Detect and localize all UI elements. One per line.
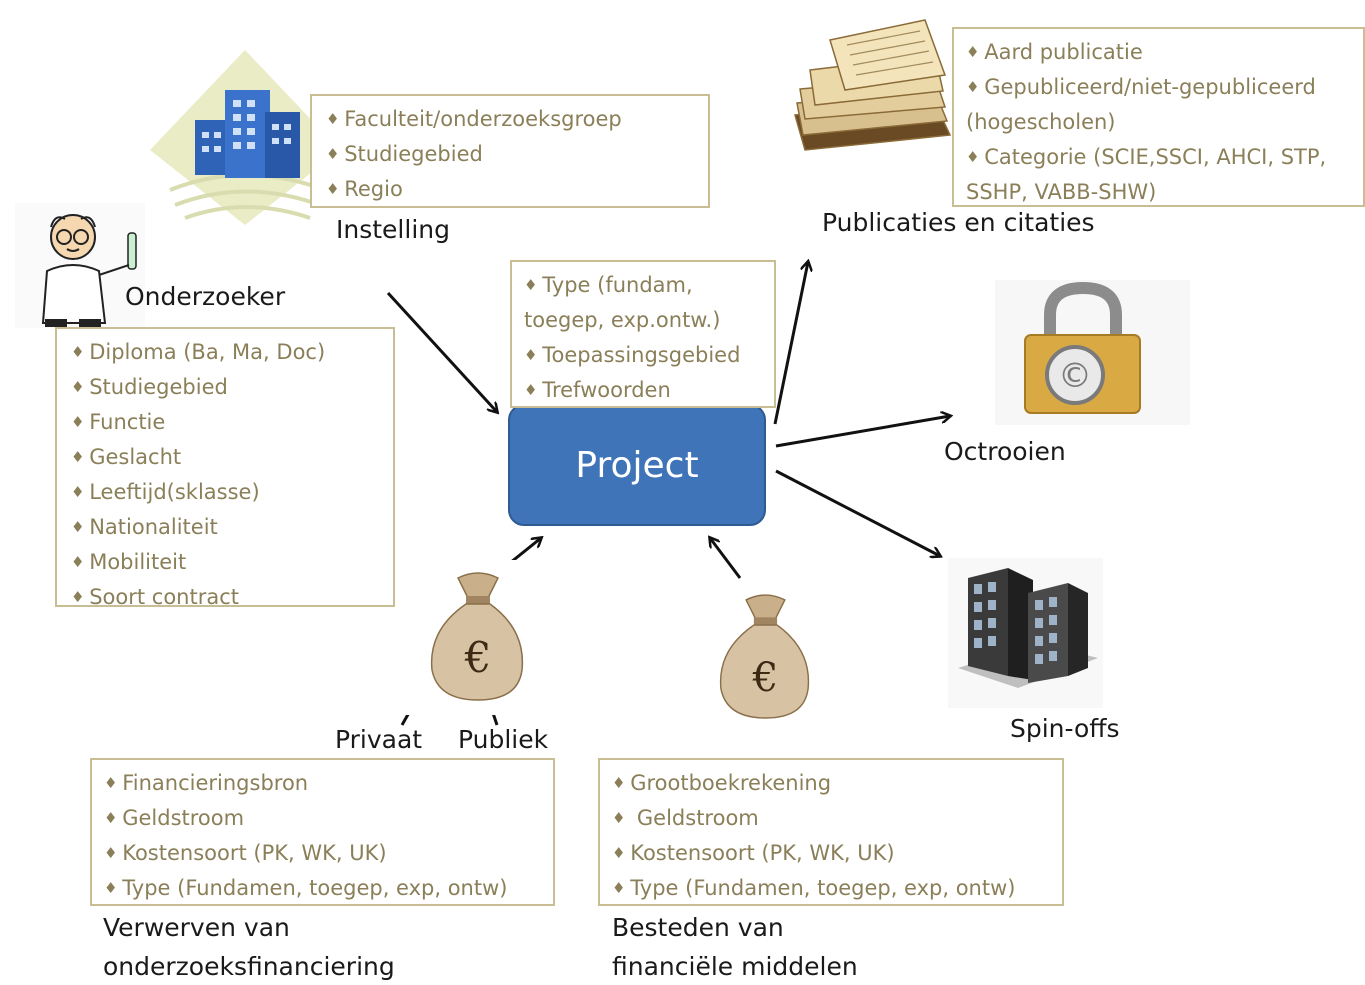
list-item: Soort contract xyxy=(71,581,393,616)
arrow-moneybag2-project xyxy=(710,538,742,579)
publicaties-attributes-box: Aard publicatie Gepubliceerd/niet-gepubl… xyxy=(952,27,1365,207)
besteden-label-line2: financiële middelen xyxy=(612,952,858,981)
verwerven-label-line2: onderzoeksfinanciering xyxy=(103,952,395,981)
buildings-icon xyxy=(150,50,340,225)
office-building-icon xyxy=(948,558,1103,708)
list-item: Studiegebied xyxy=(326,138,708,173)
list-item: Leeftijd(sklasse) xyxy=(71,476,393,511)
project-attributes-box: Type (fundam, toegep, exp.ontw.) Toepass… xyxy=(510,260,776,408)
publicaties-label: Publicaties en citaties xyxy=(822,208,1095,237)
arrow-project-spinoffs xyxy=(775,469,940,556)
privaat-label: Privaat xyxy=(335,725,423,754)
list-item: Nationaliteit xyxy=(71,511,393,546)
verwerven-label-line1: Verwerven van xyxy=(103,913,290,942)
svg-text:€: € xyxy=(464,633,492,682)
list-item: SSHP, VABB-SHW) xyxy=(966,180,1157,204)
list-item: Geslacht xyxy=(71,441,393,476)
list-item: Grootboekrekening xyxy=(612,767,1062,802)
list-item: Functie xyxy=(71,406,393,441)
onderzoeker-attributes-box: Diploma (Ba, Ma, Doc) Studiegebied Funct… xyxy=(55,327,395,609)
arrow-onderzoeker-project xyxy=(386,291,497,412)
octrooien-label: Octrooien xyxy=(944,437,1066,466)
instelling-label: Instelling xyxy=(336,215,450,244)
list-item: Type (Fundamen, toegep, exp, ontw) xyxy=(612,872,1062,907)
list-item: Gepubliceerd/niet-gepubliceerd xyxy=(966,71,1363,106)
arrow-project-publicaties xyxy=(773,262,808,425)
list-item: Trefwoorden xyxy=(524,374,774,409)
project-node: Project xyxy=(508,404,766,526)
list-item: Geldstroom xyxy=(612,802,1062,837)
list-item: Financieringsbron xyxy=(104,767,553,802)
svg-text:©: © xyxy=(1058,356,1092,396)
svg-text:€: € xyxy=(752,653,779,701)
list-item: Regio xyxy=(326,173,708,208)
verwerven-attributes-box: Financieringsbron Geldstroom Kostensoort… xyxy=(90,758,555,906)
list-item: Geldstroom xyxy=(104,802,553,837)
list-item: Kostensoort (PK, WK, UK) xyxy=(104,837,553,872)
list-item: Kostensoort (PK, WK, UK) xyxy=(612,837,1062,872)
publiek-label: Publiek xyxy=(458,725,549,754)
list-item: Toepassingsgebied xyxy=(524,339,774,374)
list-item: Studiegebied xyxy=(71,371,393,406)
besteden-label-line1: Besteden van xyxy=(612,913,784,942)
list-item: toegep, exp.ontw.) xyxy=(524,308,721,332)
scientist-icon xyxy=(15,203,145,328)
list-item: Aard publicatie xyxy=(966,36,1363,71)
list-item: Type (Fundamen, toegep, exp, ontw) xyxy=(104,872,553,907)
spinoffs-label: Spin-offs xyxy=(1010,714,1120,743)
papers-icon xyxy=(794,19,952,151)
money-bag-icon: € xyxy=(400,560,555,715)
list-item: Categorie (SCIE,SSCI, AHCI, STP, xyxy=(966,141,1363,176)
list-item: (hogescholen) xyxy=(966,110,1116,134)
onderzoeker-label: Onderzoeker xyxy=(125,282,286,311)
list-item: Diploma (Ba, Ma, Doc) xyxy=(71,336,393,371)
besteden-attributes-box: Grootboekrekening Geldstroom Kostensoort… xyxy=(598,758,1064,906)
money-bag-icon: € xyxy=(690,582,840,733)
instelling-attributes-box: Faculteit/onderzoeksgroep Studiegebied R… xyxy=(310,94,710,208)
project-label: Project xyxy=(575,444,699,486)
list-item: Type (fundam, xyxy=(524,269,774,304)
arrow-project-octrooien xyxy=(775,416,950,448)
list-item: Mobiliteit xyxy=(71,546,393,581)
padlock-copyright-icon: © xyxy=(995,280,1190,425)
list-item: Faculteit/onderzoeksgroep xyxy=(326,103,708,138)
